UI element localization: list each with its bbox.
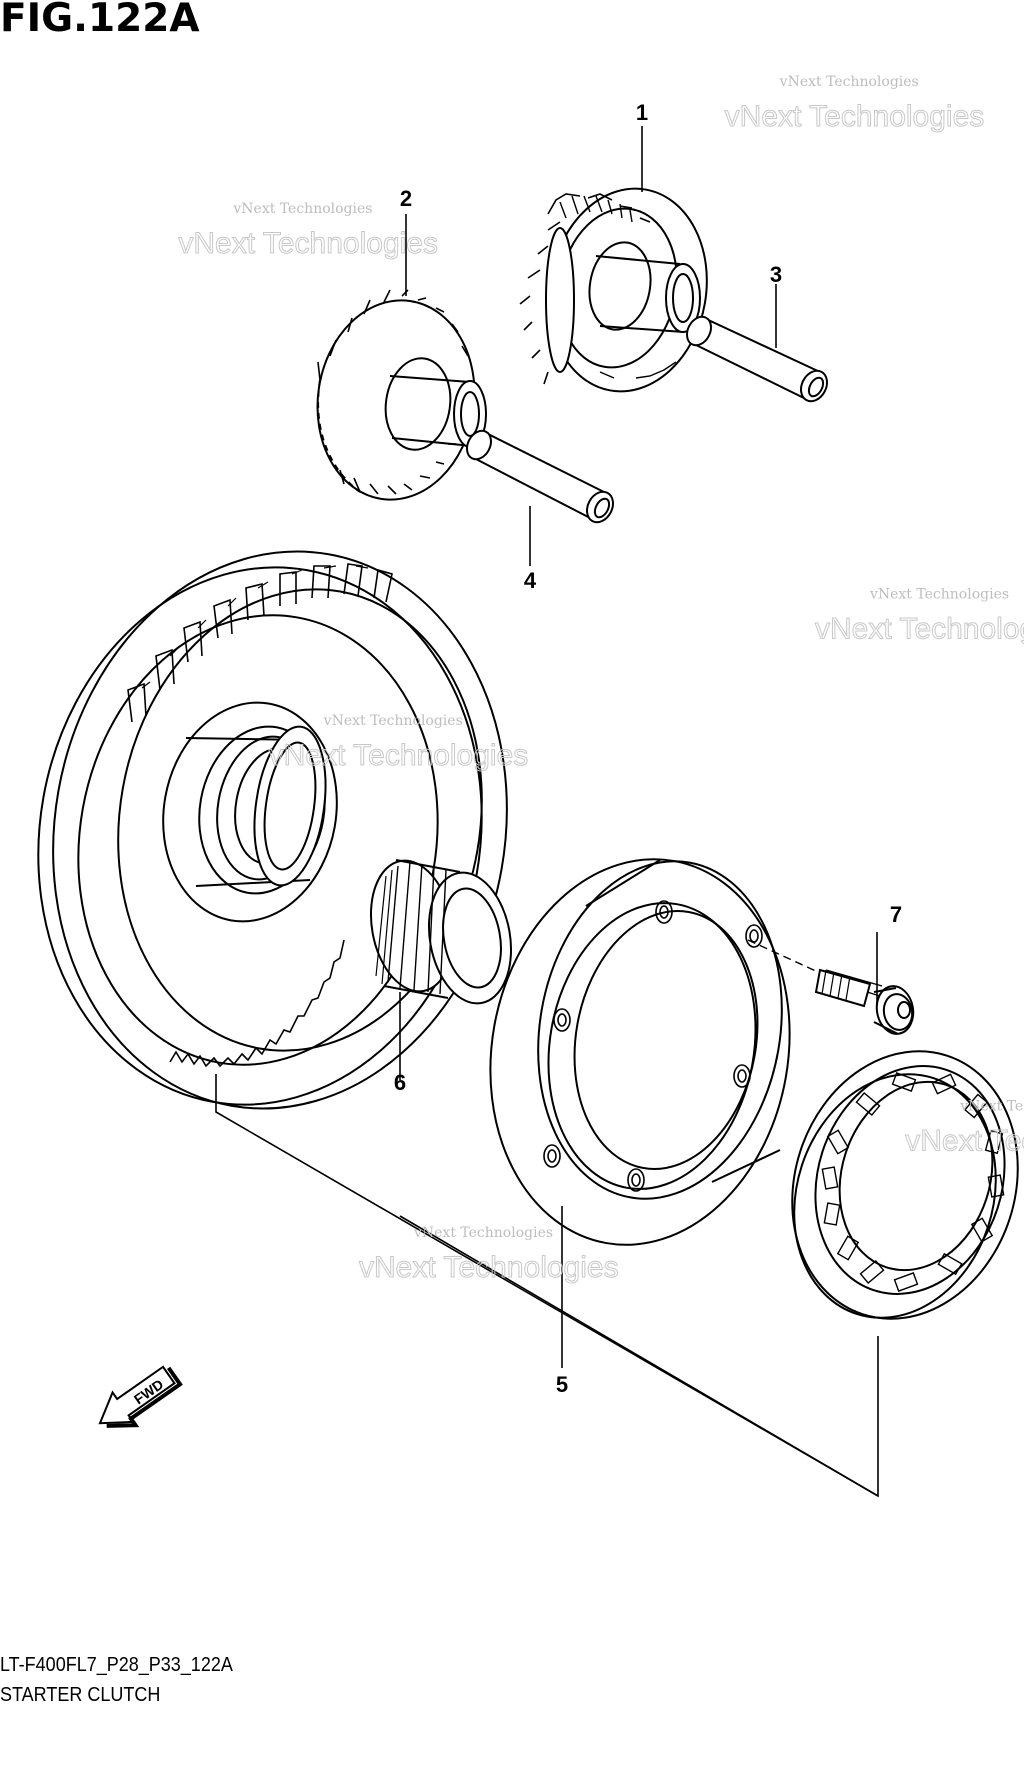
part-7-bolt[interactable] — [747, 939, 917, 1037]
forward-direction-arrow: FWD — [98, 1365, 183, 1428]
part-2-reduction-gear[interactable] — [305, 289, 487, 510]
svg-text:vNext Technologies: vNext Technologies — [869, 586, 1009, 602]
starter-driven-gear[interactable] — [0, 515, 550, 1145]
callout-3: 3 — [770, 262, 782, 287]
watermark-2: vNext Technologies vNext Technologies — [724, 74, 985, 134]
part-3-shaft[interactable] — [682, 313, 832, 406]
watermark-3: vNext Technologies vNext Technologies — [268, 713, 529, 773]
part-1-idler-gear[interactable] — [519, 176, 723, 404]
svg-text:vNext Technologies: vNext Technologies — [359, 1251, 619, 1284]
svg-text:vNext Technologies: vNext Technologies — [725, 100, 985, 133]
figure-caption: STARTER CLUTCH — [0, 1684, 161, 1706]
watermark-6: vNext Technologies vNext Technologies — [905, 1098, 1024, 1158]
part-4-shaft[interactable] — [462, 427, 618, 527]
callout-5: 5 — [556, 1372, 568, 1397]
one-way-clutch[interactable] — [758, 1022, 1024, 1349]
watermark-1: vNext Technologies vNext Technologies — [178, 201, 439, 261]
watermarks: vNext Technologies vNext Technologies vN… — [178, 74, 1024, 1285]
callout-numbers: 1 2 3 4 5 6 7 — [394, 100, 902, 1397]
figure-code: LT-F400FL7_P28_P33_122A — [0, 1654, 233, 1676]
callout-7: 7 — [890, 902, 902, 927]
svg-text:vNext Technologies: vNext Technologies — [178, 227, 438, 260]
callout-2: 2 — [400, 186, 412, 211]
callout-1: 1 — [636, 100, 648, 125]
svg-text:vNext Technologies: vNext Technologies — [905, 1124, 1024, 1157]
callout-6: 6 — [394, 1070, 406, 1095]
svg-text:vNext Technologies: vNext Technologies — [323, 713, 463, 729]
svg-text:vNext Technologies: vNext Technologies — [413, 1225, 553, 1241]
svg-text:vNext Technologies: vNext Technologies — [269, 739, 529, 772]
svg-text:vNext Technologies: vNext Technologies — [779, 74, 919, 90]
part-6-needle-bearing[interactable] — [361, 854, 521, 1010]
callout-4: 4 — [524, 568, 537, 593]
svg-text:vNext Technologies: vNext Technologies — [815, 612, 1024, 645]
watermark-5: vNext Technologies vNext Technologies — [358, 1225, 619, 1285]
part-5-clutch-housing[interactable] — [461, 835, 820, 1269]
svg-text:vNext Technologies: vNext Technologies — [959, 1098, 1024, 1114]
figure-title: FIG.122A — [0, 0, 200, 41]
watermark-4: vNext Technologies vNext Technologies — [814, 586, 1024, 646]
svg-text:vNext Technologies: vNext Technologies — [232, 201, 372, 217]
leader-lines — [215, 126, 879, 1498]
